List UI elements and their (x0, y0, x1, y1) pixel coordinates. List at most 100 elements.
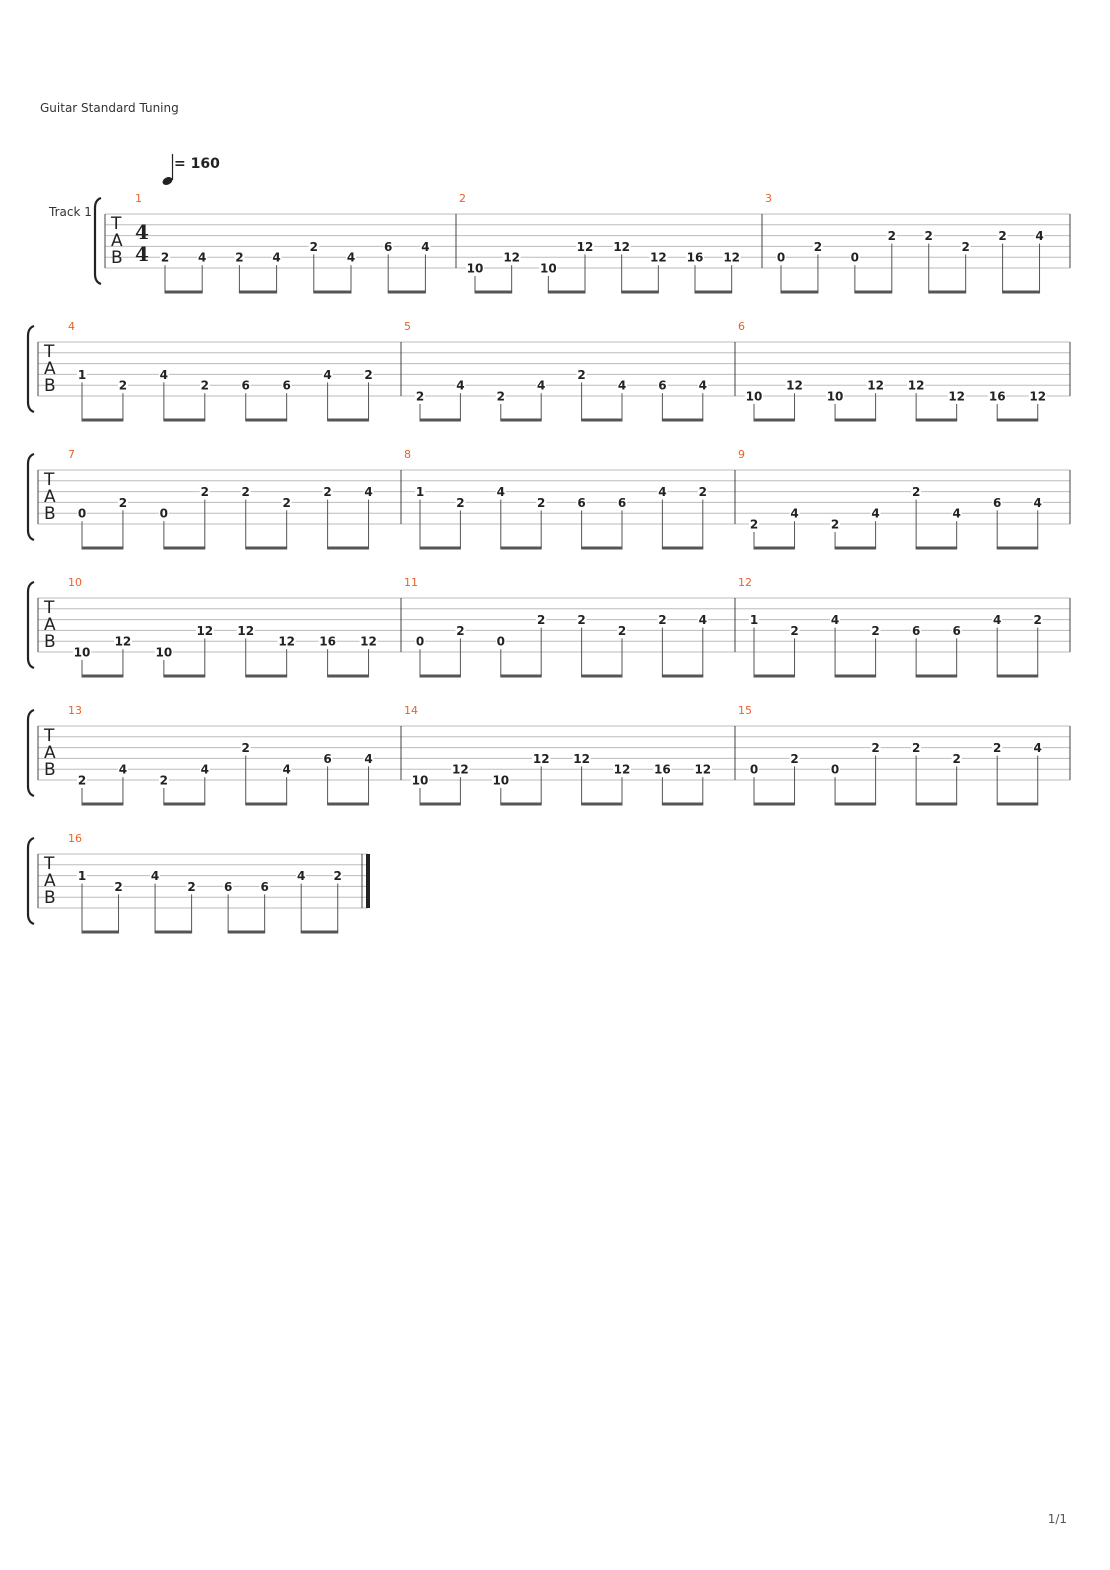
fret-number-bg (415, 390, 425, 402)
fret-number: 2 (456, 624, 464, 638)
fret-number: 4 (537, 379, 545, 393)
fret-number: 2 (871, 624, 879, 638)
fret-number: 1 (416, 485, 424, 499)
fret-number: 4 (658, 485, 666, 499)
fret-number-bg (951, 507, 962, 520)
fret-number: 6 (912, 624, 920, 638)
system-bracket (26, 580, 35, 670)
tab-clef-letter: A (44, 359, 56, 379)
fret-number-bg (657, 613, 668, 626)
fret-number: 2 (282, 496, 290, 510)
tab-clef-letter: B (44, 888, 56, 908)
fret-number: 4 (297, 869, 305, 883)
fret-number-bg (455, 496, 466, 509)
fret-number-bg (259, 880, 270, 893)
fret-number: 2 (888, 229, 896, 243)
fret-number-bg (236, 624, 255, 637)
fret-number-bg (536, 496, 547, 509)
fret-number: 4 (993, 613, 1001, 627)
fret-number-bg (158, 368, 169, 381)
fret-number-bg (383, 240, 394, 253)
fret-number: 2 (750, 518, 758, 532)
fret-number-bg (1032, 741, 1043, 754)
fret-number-bg (870, 624, 881, 637)
tuning-label: Guitar Standard Tuning (40, 101, 179, 115)
fret-number: 4 (497, 485, 505, 499)
fret-number-bg (1028, 390, 1047, 402)
fret-number-bg (113, 880, 124, 893)
fret-number: 12 (650, 251, 667, 265)
fret-number-bg (536, 379, 547, 392)
fret-number-bg (240, 379, 251, 392)
fret-number-bg (502, 251, 521, 264)
fret-number-bg (195, 624, 214, 637)
fret-number-bg (536, 613, 547, 626)
fret-number: 6 (323, 752, 331, 766)
fret-number: 4 (347, 251, 355, 265)
fret-number-bg (749, 613, 759, 626)
fret-number: 12 (503, 251, 520, 265)
tempo-value: = 160 (174, 156, 220, 172)
fret-number: 2 (952, 752, 960, 766)
fret-number-bg (866, 379, 885, 392)
fret-number-bg (186, 880, 197, 893)
fret-number-bg (363, 368, 374, 381)
fret-number: 12 (694, 763, 711, 777)
measure-number: 4 (68, 320, 75, 333)
fret-number: 6 (282, 379, 290, 393)
fret-number-bg (785, 379, 804, 392)
fret-number: 4 (421, 240, 429, 254)
fret-number: 6 (384, 240, 392, 254)
fret-number-bg (322, 485, 333, 498)
system-bracket (26, 836, 35, 926)
fret-number-bg (911, 741, 922, 754)
fret-number: 4 (952, 507, 960, 521)
fret-number: 2 (242, 741, 250, 755)
fret-number: 2 (78, 774, 86, 788)
fret-number-bg (1034, 229, 1045, 242)
fret-number-bg (240, 741, 251, 754)
fret-number: 2 (912, 741, 920, 755)
fret-number-bg (158, 507, 169, 520)
fret-number-bg (992, 496, 1003, 509)
fret-number-bg (346, 251, 356, 264)
fret-number-bg (318, 635, 337, 648)
page-number: 1/1 (1047, 1512, 1067, 1526)
fret-number: 2 (998, 229, 1006, 243)
system-bracket (93, 196, 102, 286)
fret-number: 12 (115, 635, 132, 649)
tab-clef-letter: T (43, 470, 55, 490)
fret-number-bg (415, 485, 425, 498)
fret-number-bg (197, 251, 208, 264)
fret-number-bg (830, 613, 841, 626)
measure-number: 16 (68, 832, 82, 845)
fret-number-bg (420, 240, 431, 253)
fret-number-bg (455, 379, 466, 392)
tab-clef-letter: A (44, 615, 56, 635)
fret-number-bg (455, 624, 466, 637)
fret-number: 2 (187, 880, 195, 894)
fret-number-bg (653, 763, 672, 776)
tab-clef-letter: B (44, 760, 56, 780)
fret-number-bg (73, 646, 91, 658)
fret-number: 2 (119, 379, 127, 393)
fret-number-bg (77, 869, 87, 882)
tab-clef-letter: B (44, 504, 56, 524)
fret-number-bg (491, 774, 510, 786)
fret-number-bg (722, 251, 741, 264)
fret-number-bg (649, 251, 668, 264)
tab-clef-letter: A (44, 487, 56, 507)
fret-number: 2 (497, 390, 505, 404)
fret-number: 4 (151, 869, 159, 883)
fret-number-bg (951, 752, 962, 765)
fret-number: 2 (235, 251, 243, 265)
fret-number-bg (697, 485, 708, 498)
fret-number-bg (886, 229, 897, 242)
fret-number-bg (158, 774, 169, 786)
measure-number: 9 (738, 448, 745, 461)
measure-number: 7 (68, 448, 75, 461)
fret-number: 6 (260, 880, 268, 894)
fret-number-bg (532, 752, 551, 765)
measure-number: 2 (459, 192, 466, 205)
fret-number: 4 (201, 763, 209, 777)
